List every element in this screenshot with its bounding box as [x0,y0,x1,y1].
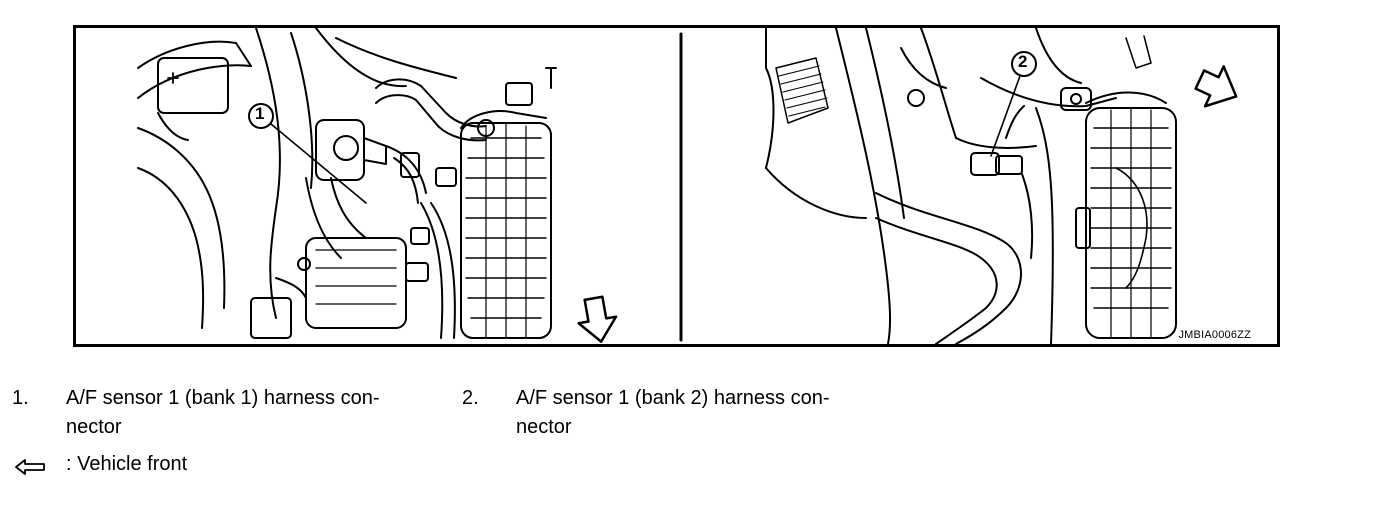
legend-item-2-text-line2: nector [516,416,572,438]
legend-item-2-number: 2. [462,387,479,409]
legend-item-1-text-line2: nector [66,416,122,438]
legend-item-2-text-line1: A/F sensor 1 (bank 2) harness con- [516,387,830,409]
legend-item-1-number: 1. [12,387,29,409]
right-view-drawing [765,28,1238,344]
figure-id-label: JMBIA0006ZZ [1178,329,1251,341]
line-drawing [137,28,1238,344]
vehicle-front-legend-text: : Vehicle front [66,453,188,475]
callout-1-label: 1 [255,104,265,123]
legend-item-2: 2. A/F sensor 1 (bank 2) harness con- ne… [462,384,902,446]
left-view-drawing [137,28,618,343]
legend-item-1-text-line1: A/F sensor 1 (bank 1) harness con- [66,387,380,409]
engine-bay-illustration: 1 2 JMBIA0006ZZ [73,25,1280,347]
legend-item-1: 1. A/F sensor 1 (bank 1) harness con- ne… [12,384,452,446]
hollow-arrow-left-icon [15,459,45,475]
callout-2-label: 2 [1018,52,1028,71]
